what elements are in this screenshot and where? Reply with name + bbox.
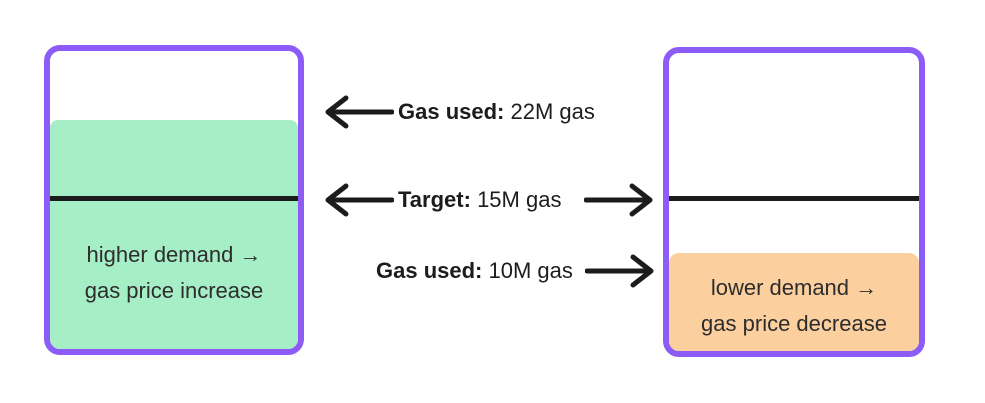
high-demand-caption-line2: gas price increase xyxy=(84,278,264,303)
arrow-left-icon xyxy=(325,95,394,129)
block-high-demand: higher demand → gas price increase xyxy=(44,45,304,355)
arrow-right-icon xyxy=(584,183,653,217)
low-demand-caption-line1: lower demand → xyxy=(710,275,878,300)
low-demand-caption-line2: gas price decrease xyxy=(701,311,887,336)
high-demand-caption: higher demand → gas price increase xyxy=(50,237,298,309)
target-line-left xyxy=(50,196,298,201)
arrow-right-icon xyxy=(585,254,654,288)
high-demand-caption-line1: higher demand → xyxy=(86,242,262,267)
gas-used-high-label: Gas used: 22M gas xyxy=(398,94,595,130)
gas-used-fill-high: higher demand → gas price increase xyxy=(50,120,298,349)
target-label: Target: 15M gas xyxy=(398,182,561,218)
target-label-title: Target: xyxy=(398,187,471,212)
arrow-left-icon xyxy=(325,183,394,217)
target-line-right xyxy=(669,196,919,201)
gas-used-fill-low: lower demand → gas price decrease xyxy=(669,253,919,351)
gas-used-low-label: Gas used: 10M gas xyxy=(376,253,573,289)
low-demand-caption: lower demand → gas price decrease xyxy=(669,270,919,342)
gas-used-high-label-title: Gas used: xyxy=(398,99,505,124)
target-label-value: 15M gas xyxy=(477,187,562,212)
gas-used-high-label-value: 22M gas xyxy=(510,99,595,124)
block-low-demand: lower demand → gas price decrease xyxy=(663,47,925,357)
gas-used-low-label-title: Gas used: xyxy=(376,258,483,283)
gas-used-low-label-value: 10M gas xyxy=(488,258,573,283)
